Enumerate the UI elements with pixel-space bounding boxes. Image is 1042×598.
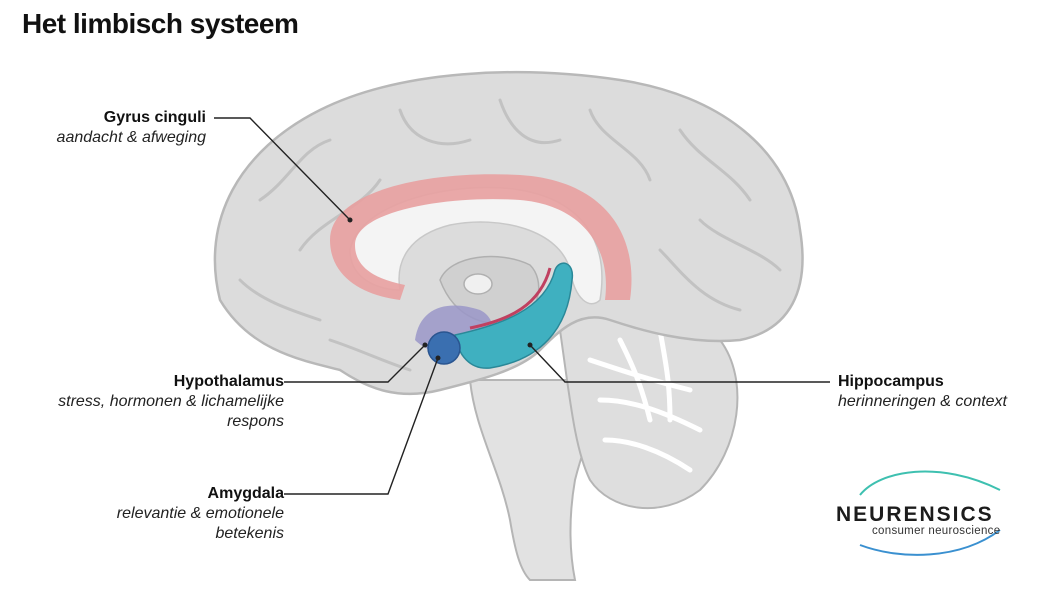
thalamus-nucleus bbox=[463, 273, 493, 295]
amygdala-label: Amygdala relevantie & emotionele beteken… bbox=[117, 484, 284, 544]
hypothalamus-desc-2: respons bbox=[227, 413, 284, 430]
logo-subtitle: consumer neuroscience bbox=[872, 525, 1001, 537]
leader-lines bbox=[214, 117, 830, 495]
hippocampus-name: Hippocampus bbox=[838, 373, 944, 390]
cerebrum bbox=[213, 70, 804, 396]
amygdala-desc-1: relevantie & emotionele bbox=[116, 505, 284, 522]
fornix bbox=[469, 267, 552, 330]
amygdala bbox=[427, 331, 461, 365]
hippocampus-dot bbox=[527, 342, 533, 348]
sulci bbox=[238, 98, 782, 372]
logo-wave-lower bbox=[859, 529, 1001, 556]
gyrus-cinguli bbox=[330, 174, 632, 300]
hypothalamus-dot bbox=[422, 342, 428, 348]
logo-wave bbox=[859, 470, 1001, 496]
amygdala-desc-2: betekenis bbox=[215, 525, 285, 542]
logo-wordmark: NEURENSICS bbox=[836, 503, 994, 526]
hippocampus-desc: herinneringen & context bbox=[838, 393, 1007, 410]
cerebellum-tree bbox=[587, 327, 703, 473]
hippocampus bbox=[454, 262, 574, 369]
gyrus-dot bbox=[347, 217, 353, 223]
page-title: Het limbisch systeem bbox=[22, 8, 299, 39]
hypothalamus-label: Hypothalamus stress, hormonen & lichamel… bbox=[58, 372, 284, 432]
hypothalamus-name: Hypothalamus bbox=[173, 373, 284, 390]
amygdala-dot bbox=[435, 355, 441, 361]
hypothalamus-desc-1: stress, hormonen & lichamelijke bbox=[58, 393, 284, 410]
gyrus-desc: aandacht & afweging bbox=[56, 129, 206, 146]
gyrus-name: Gyrus cinguli bbox=[103, 109, 206, 126]
hippocampus-label: Hippocampus herinneringen & context bbox=[838, 372, 1007, 412]
gyrus-label: Gyrus cinguli aandacht & afweging bbox=[57, 108, 206, 148]
amygdala-name: Amygdala bbox=[207, 485, 284, 502]
